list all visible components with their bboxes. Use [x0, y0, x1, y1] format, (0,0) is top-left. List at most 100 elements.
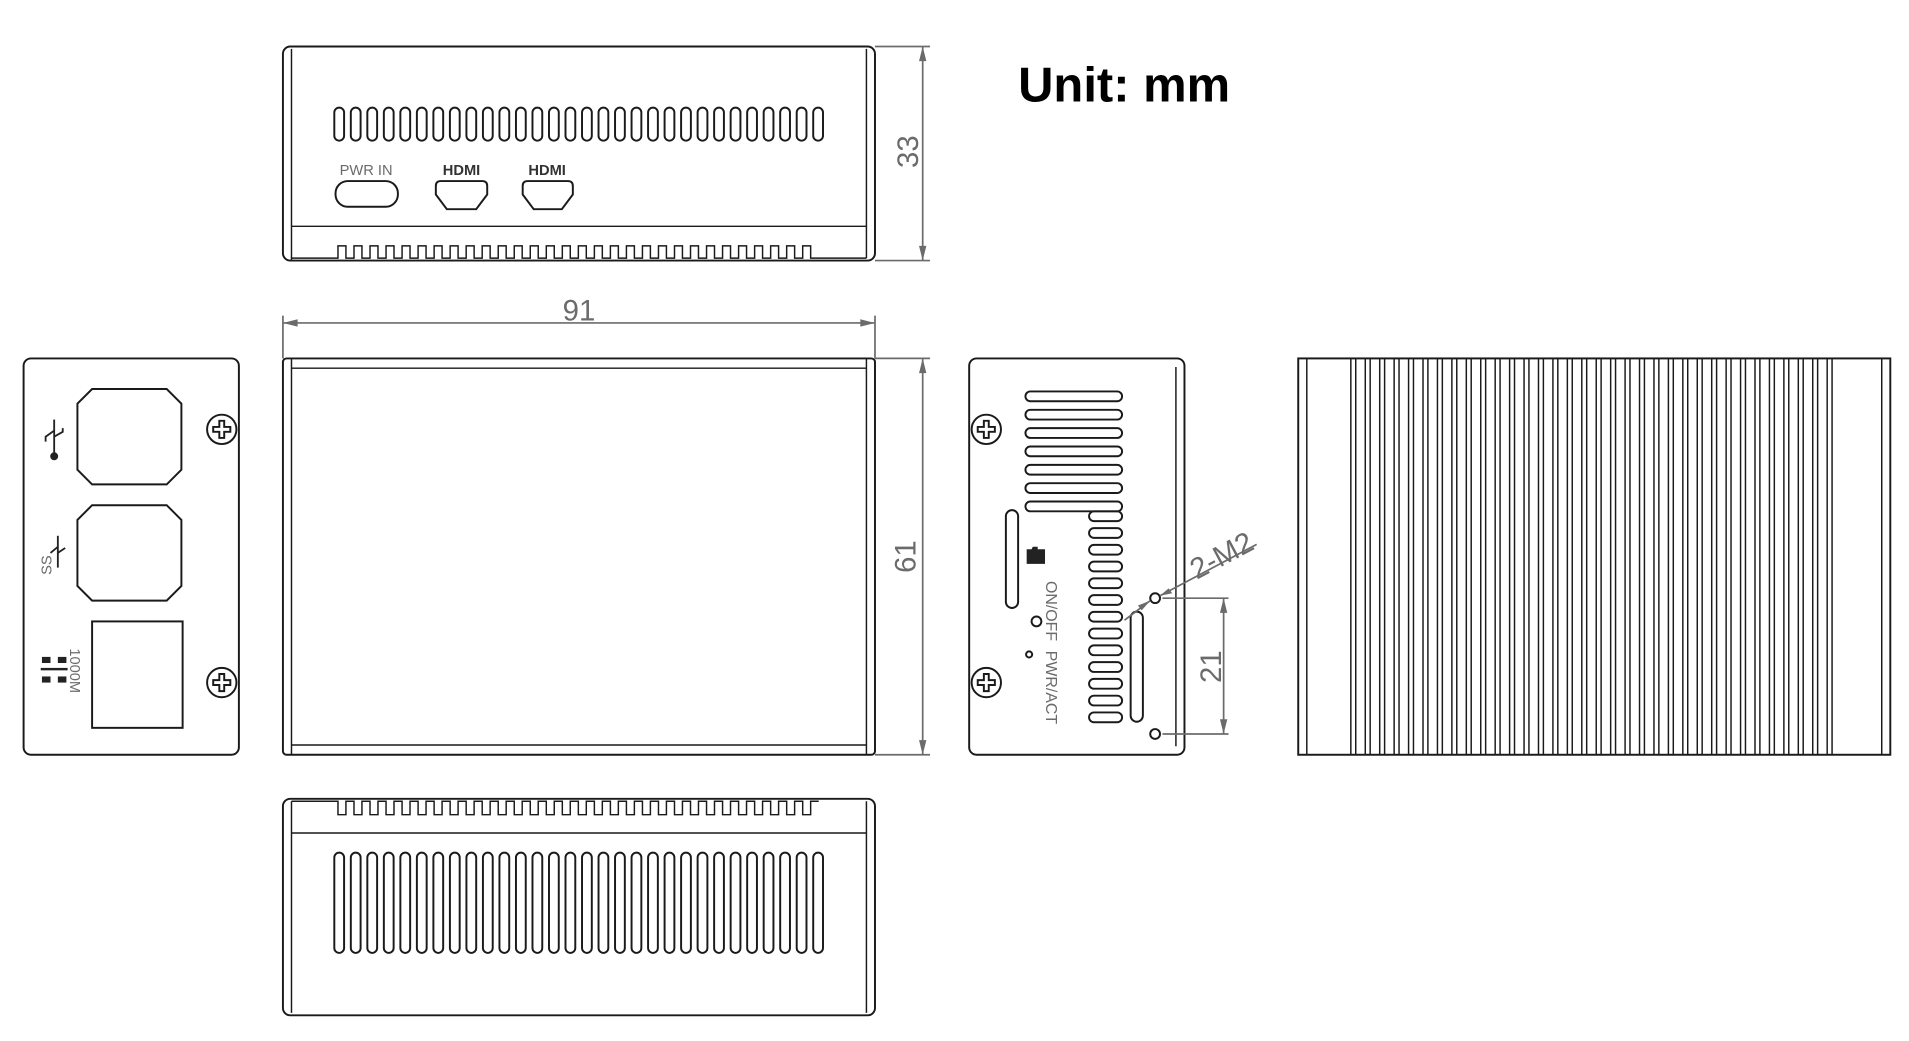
hdmi-port-1: [434, 180, 489, 211]
vent-slot: [581, 851, 593, 954]
vent-slot: [1088, 543, 1124, 556]
top-view: [281, 357, 876, 756]
mount-hole: [1149, 728, 1161, 740]
dimension-hole-spacing: 21: [1162, 597, 1229, 735]
vent-slot: [614, 106, 626, 142]
vent-slot: [696, 851, 709, 954]
vent-slot: [663, 106, 676, 142]
vent-slot: [333, 851, 346, 954]
vent-slot: [630, 851, 643, 954]
vent-slot: [415, 851, 428, 954]
vent-slot: [531, 106, 544, 142]
unit-label: Unit: mm: [1018, 59, 1230, 113]
dimension-width: 91: [282, 294, 876, 359]
vent-slot: [1088, 610, 1124, 623]
vent-slot: [597, 106, 610, 142]
vent-slot: [663, 851, 676, 954]
dim-91: 91: [563, 294, 596, 327]
vent-slot: [448, 851, 461, 954]
vent-slot: [762, 106, 775, 142]
screw-cross-icon: [212, 673, 232, 693]
pwr-act-label: PWR/ACT: [1042, 651, 1059, 725]
screw-icon: [970, 413, 1002, 446]
usb-port-2: [76, 504, 183, 602]
vent-slot: [1088, 527, 1124, 539]
vent-slot: [812, 851, 824, 954]
dim-33: 33: [892, 135, 925, 168]
vent-slot: [481, 851, 494, 954]
vent-slot: [448, 106, 461, 142]
vent-slot: [1088, 694, 1124, 707]
vent-slot: [1024, 463, 1124, 476]
vent-slot: [1088, 510, 1124, 523]
heatsink-view: [1297, 357, 1892, 756]
vent-slot: [1088, 644, 1124, 657]
vent-slot: [1024, 427, 1124, 439]
vent-slot: [1088, 577, 1124, 590]
vent-slot: [696, 106, 709, 142]
dimension-depth: 61: [874, 357, 931, 756]
vent-slot: [382, 851, 395, 954]
vent-slot: [1024, 482, 1124, 494]
vent-slot: [564, 106, 577, 142]
vent-slot: [812, 106, 824, 142]
vent-slot: [548, 106, 560, 142]
vent-slot: [630, 106, 643, 142]
vent-slot: [1024, 500, 1124, 513]
vent-slot: [779, 106, 791, 142]
usb3-icon: [49, 535, 66, 568]
lan-1000m-label: 1000M: [66, 648, 82, 693]
vent-slot: [779, 851, 791, 954]
screws: [206, 413, 1002, 699]
vent-slot: [746, 106, 758, 142]
lan-icon: [40, 656, 68, 683]
vent-slot: [1088, 560, 1124, 573]
vent-slot: [1024, 390, 1124, 403]
screw-label: 2-M2: [1185, 525, 1260, 586]
rear-view: [281, 797, 876, 1017]
front-view: PWR IN HDMI HDMI: [281, 45, 876, 262]
vent-slot: [349, 851, 362, 954]
vent-slot: [1088, 661, 1124, 673]
vent-slot: [795, 106, 808, 142]
vent-slot: [531, 851, 544, 954]
vent-slot: [432, 106, 445, 142]
usb3-ss-label: SS: [40, 555, 56, 575]
vent-slot: [498, 851, 511, 954]
screw-callout: 2-M2: [1124, 525, 1260, 621]
vent-slot: [713, 851, 725, 954]
screw-icon: [970, 666, 1002, 699]
vent-slot: [399, 106, 412, 142]
front-outline: [281, 45, 876, 262]
vent-slot: [1088, 677, 1124, 690]
ethernet-port: [91, 620, 184, 729]
vent-slot: [762, 851, 775, 954]
vent-slot: [1024, 445, 1124, 458]
vent-slot: [349, 106, 362, 142]
vent-slot: [729, 851, 742, 954]
vent-slot: [514, 106, 527, 142]
vent-slot: [432, 851, 445, 954]
screw-icon: [206, 413, 238, 446]
side-slot: [1129, 610, 1144, 723]
mount-hole: [1149, 592, 1161, 605]
vent-slot: [333, 106, 346, 142]
screw-cross-icon: [976, 673, 996, 693]
vent-slot: [729, 106, 742, 142]
vent-slot: [548, 851, 560, 954]
usb-port-1: [76, 388, 183, 486]
vent-slot: [614, 851, 626, 954]
vent-slot: [1088, 627, 1124, 640]
vent-slot: [1088, 711, 1124, 724]
dim-61: 61: [889, 540, 922, 573]
io-panel-view: SS 1000M: [22, 357, 240, 756]
vent-slot: [399, 851, 412, 954]
sd-card-slot: [1004, 509, 1020, 609]
vent-slot: [366, 851, 379, 954]
vent-slot: [746, 851, 758, 954]
heatsink-comb: [291, 800, 819, 816]
power-button: [1030, 615, 1043, 628]
hdmi-port-2: [521, 180, 574, 211]
vent-slot: [597, 851, 610, 954]
